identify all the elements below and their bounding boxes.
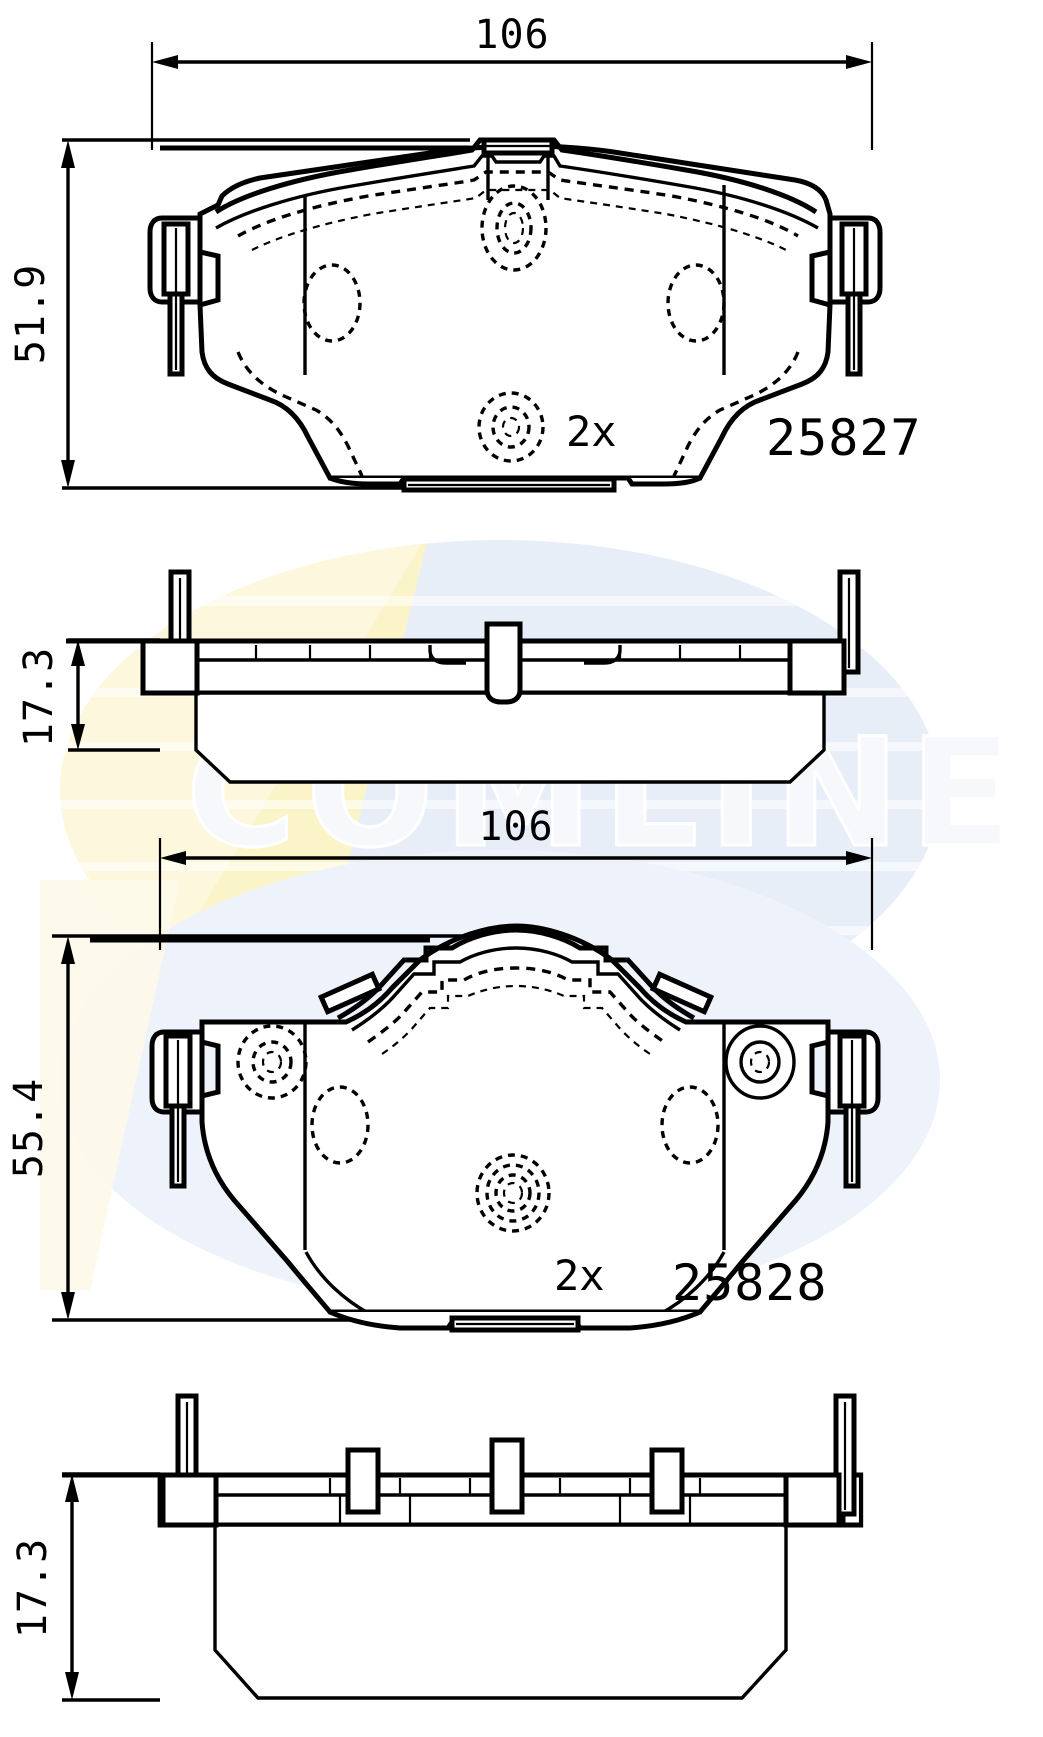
upper-pad-hole-right (666, 263, 726, 343)
upper-pad-right-lug (827, 215, 883, 377)
dimension-upper-width: 106 (150, 12, 874, 150)
upper-pad-front-view: 106 51.9 (8, 12, 922, 493)
lower-pad-front-view: 106 55.4 (6, 804, 881, 1333)
lower-pad-side-view: 17.3 (10, 1393, 864, 1702)
lower-height-value: 55.4 (6, 1078, 52, 1178)
lower-pad-clips (317, 971, 715, 1015)
lower-pad-hole-left (236, 1024, 308, 1100)
dimension-lower-thickness: 17.3 (10, 1472, 160, 1702)
lower-qty-label: 2x (554, 1251, 605, 1300)
upper-height-value: 51.9 (8, 264, 54, 364)
dimension-lower-width: 106 (158, 804, 874, 950)
lower-pad-right-lug (825, 1029, 881, 1189)
upper-pad-hole-top (480, 184, 548, 272)
lower-pad-hole-centre (475, 1153, 551, 1233)
lower-pad-left-lug (149, 1029, 205, 1189)
upper-pad-hole-left (302, 263, 362, 343)
lower-pad-blind-hole-left (310, 1085, 370, 1165)
upper-part-number: 25827 (766, 409, 922, 467)
dimension-upper-thickness: 17.3 (16, 638, 160, 752)
lower-thickness-value: 17.3 (10, 1538, 56, 1638)
lower-pad-hole-right (724, 1024, 796, 1100)
upper-qty-label: 2x (566, 407, 617, 456)
upper-width-value: 106 (474, 12, 549, 58)
upper-pad-centre-clip (481, 137, 555, 200)
lower-width-value: 106 (478, 804, 553, 850)
lower-pad-blind-hole-right (660, 1085, 720, 1165)
upper-pad-left-lug (147, 215, 203, 377)
upper-thickness-value: 17.3 (16, 647, 62, 747)
upper-pad-side-view: 17.3 (16, 569, 861, 784)
lower-part-number: 25828 (672, 1254, 828, 1312)
upper-pad-hole-bottom (477, 391, 545, 463)
